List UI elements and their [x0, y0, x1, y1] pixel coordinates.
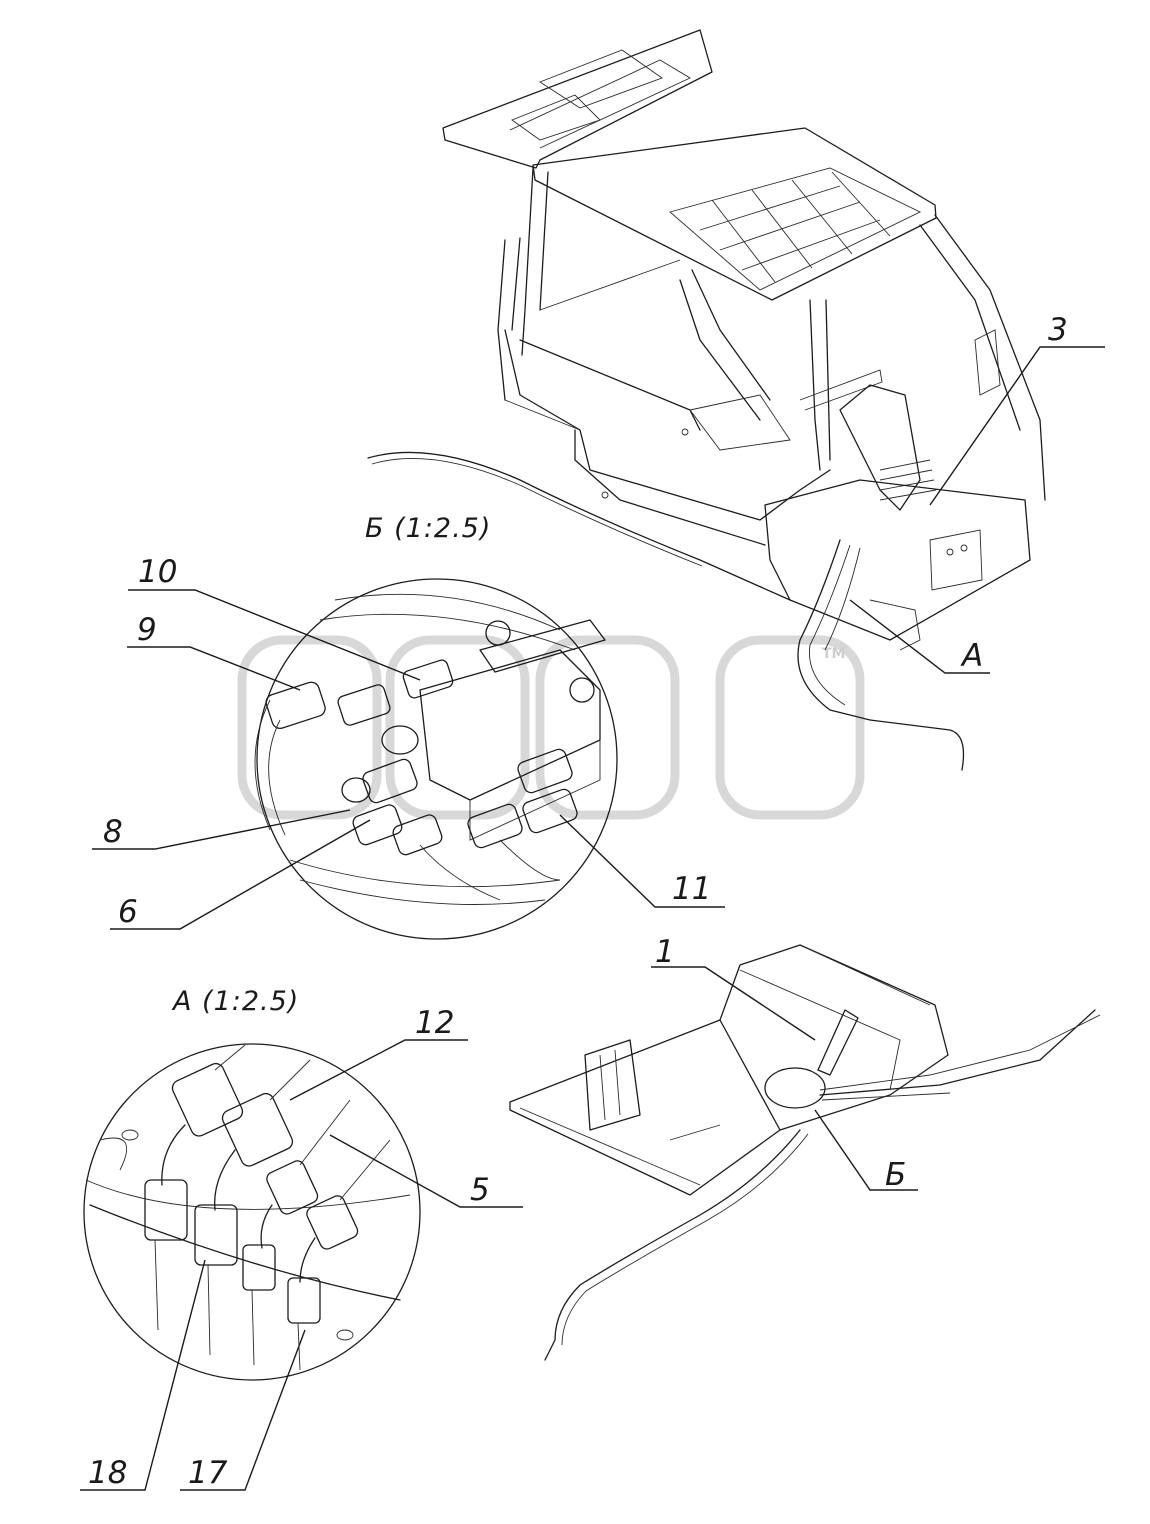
callout-1: 1 — [651, 934, 816, 1041]
cabin-assembly — [367, 29, 1046, 771]
callout-9-label: 9 — [137, 612, 157, 648]
callout-10-label: 10 — [138, 554, 177, 590]
callout-18-label: 18 — [88, 1455, 127, 1491]
callout-17: 17 — [180, 1329, 306, 1491]
callout-9: 9 — [127, 612, 301, 691]
callout-a-label: А — [960, 638, 983, 674]
callout-3-label: 3 — [1048, 312, 1068, 348]
callout-b-label: Б — [885, 1157, 906, 1193]
callout-11-label: 11 — [672, 871, 711, 907]
callout-5-label: 5 — [470, 1172, 490, 1208]
callout-12-label: 12 — [415, 1005, 454, 1041]
callout-3: 3 — [929, 312, 1105, 506]
callout-18: 18 — [80, 1259, 206, 1491]
callout-6: 6 — [110, 819, 371, 930]
callout-b: Б — [814, 1109, 918, 1193]
detail-view-a: А (1:2.5) — [83, 986, 421, 1381]
console-assembly — [509, 944, 1101, 1361]
detail-view-b: Б (1:2.5) — [254, 513, 618, 940]
callout-8-label: 8 — [103, 814, 123, 850]
callout-11: 11 — [559, 814, 725, 908]
callout-1-label: 1 — [655, 934, 675, 970]
callout-10: 10 — [128, 554, 421, 681]
detail-a-title: А (1:2.5) — [171, 986, 299, 1017]
detail-b-title: Б (1:2.5) — [365, 513, 491, 544]
watermark-tm: TM — [822, 646, 845, 662]
callout-17-label: 17 — [188, 1455, 228, 1491]
callout-a: А — [849, 599, 990, 674]
callout-5: 5 — [329, 1134, 523, 1208]
watermark-logo: TM — [237, 635, 865, 820]
callout-6-label: 6 — [118, 894, 138, 930]
callout-8: 8 — [92, 809, 351, 850]
callout-12: 12 — [289, 1005, 468, 1101]
